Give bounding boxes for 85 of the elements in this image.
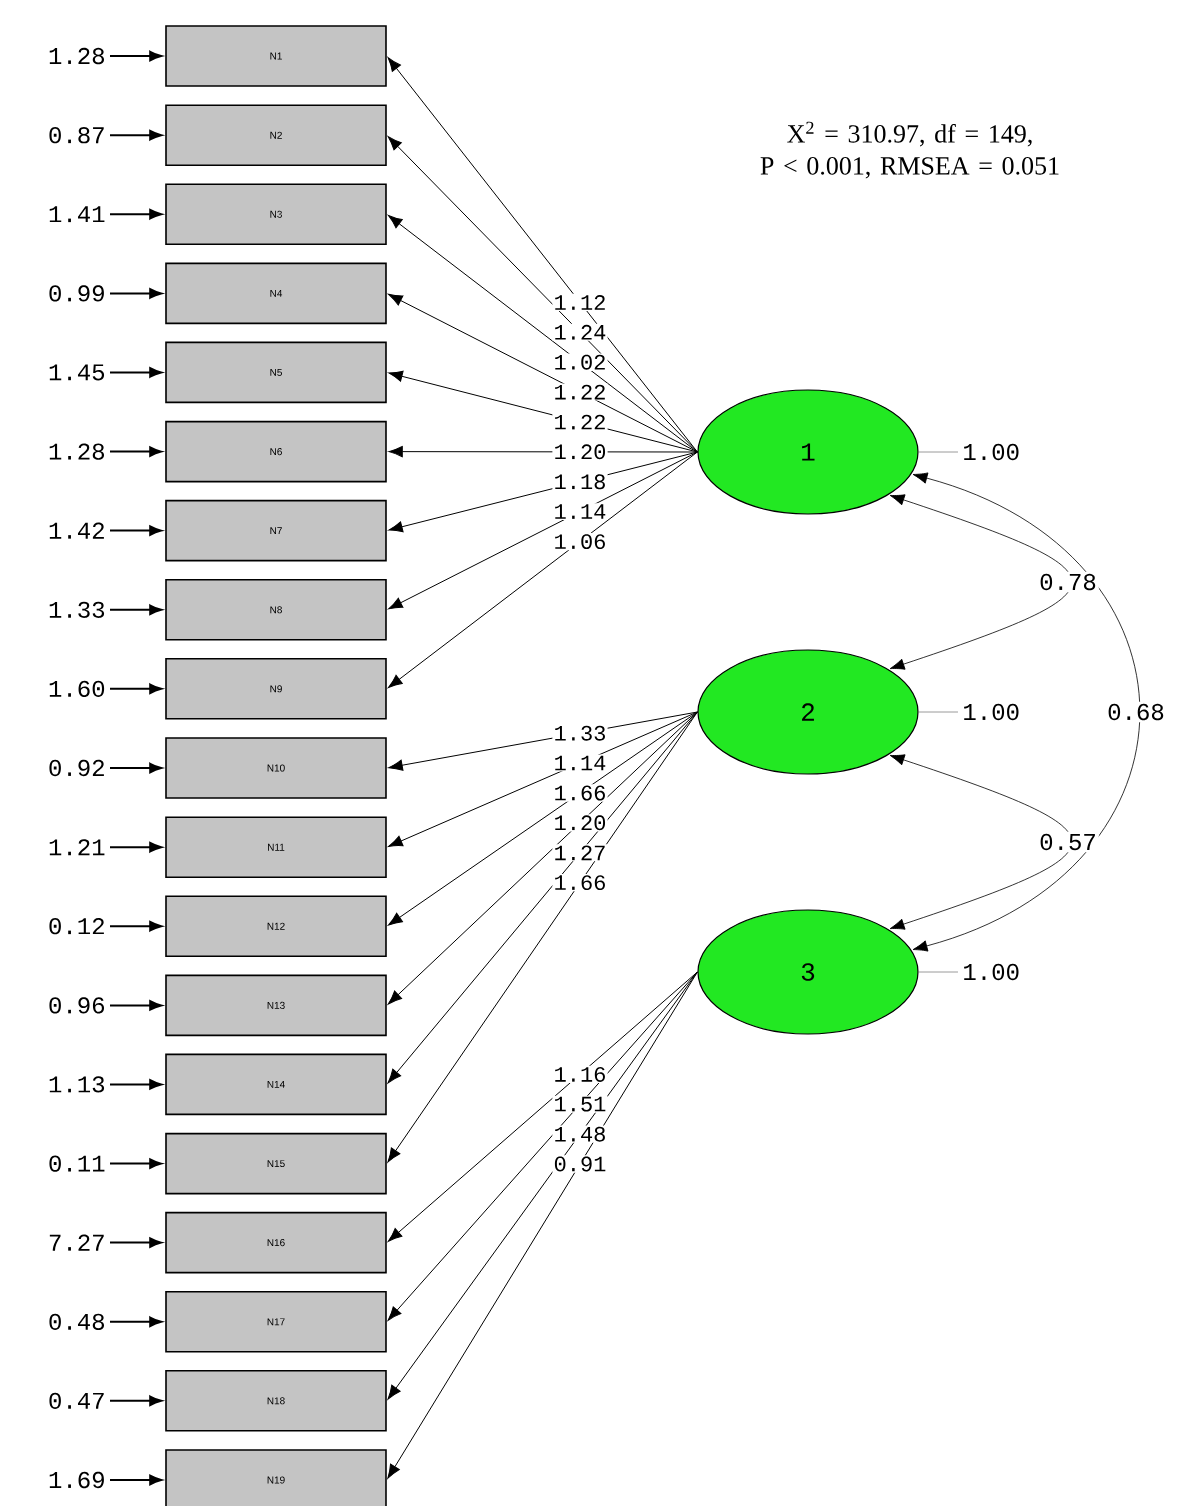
edge-label: 1.16	[552, 1065, 608, 1084]
edge-label: 0.47	[49, 1392, 104, 1409]
loading-arrow	[387, 971, 698, 1242]
edge-label: 1.12	[552, 293, 608, 311]
edge-label: 1.27	[552, 844, 608, 862]
correlation-arrow	[912, 472, 1141, 952]
variance-line	[918, 711, 959, 713]
edge-label: 1.21	[49, 839, 105, 856]
loading-arrow	[387, 451, 698, 689]
error-arrow	[109, 604, 163, 616]
edge-label: 1.45	[49, 364, 105, 381]
edge-label: 1.00	[960, 961, 1022, 983]
loading-arrow	[387, 711, 698, 1163]
error-arrow	[109, 1000, 163, 1011]
error-arrow	[109, 1395, 163, 1407]
edge-label: 1.14	[552, 754, 608, 772]
loading-arrow	[388, 293, 698, 453]
fit-statistics: X$^{2}$ = 310.97, df = 149, P < 0.001, RMSEA = 0.051	[760, 121, 1059, 179]
edge-label: 1.20	[552, 814, 608, 832]
edge-label: 1.42	[49, 522, 104, 539]
edge-label: 1.18	[552, 473, 608, 491]
edge-label: 1.24	[552, 323, 608, 341]
edge-label: 1.66	[552, 784, 608, 802]
variance-line	[918, 451, 959, 453]
error-arrow	[109, 1079, 163, 1090]
edge-label: 1.22	[552, 413, 608, 431]
edge-label: 0.68	[1105, 701, 1167, 723]
error-arrow	[109, 920, 163, 932]
error-arrow	[109, 446, 163, 457]
loading-arrow	[387, 214, 698, 453]
error-arrow	[109, 288, 163, 299]
edge-label: 1.51	[552, 1095, 608, 1113]
edge-label: 0.11	[49, 1155, 105, 1172]
edge-label: 1.22	[552, 383, 608, 401]
error-arrow	[109, 367, 163, 378]
edge-label: 1.69	[49, 1471, 104, 1489]
edge-label: 1.13	[49, 1076, 105, 1093]
error-arrow	[109, 1474, 163, 1486]
edge-label: 1.60	[49, 680, 105, 697]
loading-arrow	[388, 711, 698, 847]
edge-label: 0.87	[49, 127, 104, 144]
loading-arrow	[387, 971, 698, 1479]
error-arrow	[109, 841, 163, 853]
edge-label: 1.06	[552, 532, 608, 551]
edge-label: 0.99	[49, 285, 104, 302]
error-arrow	[109, 1316, 163, 1328]
error-arrow	[109, 50, 163, 62]
error-arrow	[109, 525, 163, 536]
loading-arrow	[387, 57, 698, 453]
loading-arrow	[387, 971, 698, 1321]
edge-label: 1.41	[49, 206, 105, 223]
error-arrow	[109, 208, 163, 220]
error-arrow	[109, 1237, 163, 1248]
edge-label: 0.91	[552, 1155, 608, 1173]
edge-label: 0.92	[49, 759, 104, 777]
edge-label: 0.57	[1037, 831, 1099, 853]
edge-label: 1.33	[49, 601, 105, 618]
edge-label: 0.12	[49, 918, 104, 935]
error-arrow	[109, 762, 163, 774]
edge-label: 7.27	[49, 1234, 104, 1251]
edge-label: 1.02	[552, 353, 608, 371]
error-arrow	[109, 683, 163, 695]
correlation-arrow	[889, 494, 1073, 670]
edge-label: 0.48	[49, 1313, 104, 1330]
edge-label: 1.00	[960, 701, 1022, 723]
loading-arrow	[387, 136, 698, 453]
loading-arrow	[387, 711, 698, 1005]
edge-label: 1.28	[49, 443, 104, 460]
loading-arrow	[388, 711, 698, 926]
edge-label: 1.48	[552, 1125, 608, 1143]
loading-arrow	[388, 451, 698, 610]
edge-label: 1.20	[552, 443, 608, 461]
edge-label: 0.96	[49, 997, 104, 1014]
edge-label: 1.33	[552, 724, 608, 742]
edge-label: 1.66	[552, 873, 608, 892]
edge-label: 1.28	[49, 47, 104, 65]
variance-line	[918, 971, 959, 973]
loading-arrow	[387, 971, 698, 1400]
edge-label: 1.00	[960, 441, 1022, 463]
error-arrow	[109, 1158, 163, 1169]
edge-label: 0.78	[1037, 571, 1099, 593]
error-arrow	[109, 129, 163, 141]
correlation-arrow	[889, 754, 1073, 930]
edge-label: 1.14	[552, 503, 608, 521]
loading-arrow	[387, 711, 698, 1084]
